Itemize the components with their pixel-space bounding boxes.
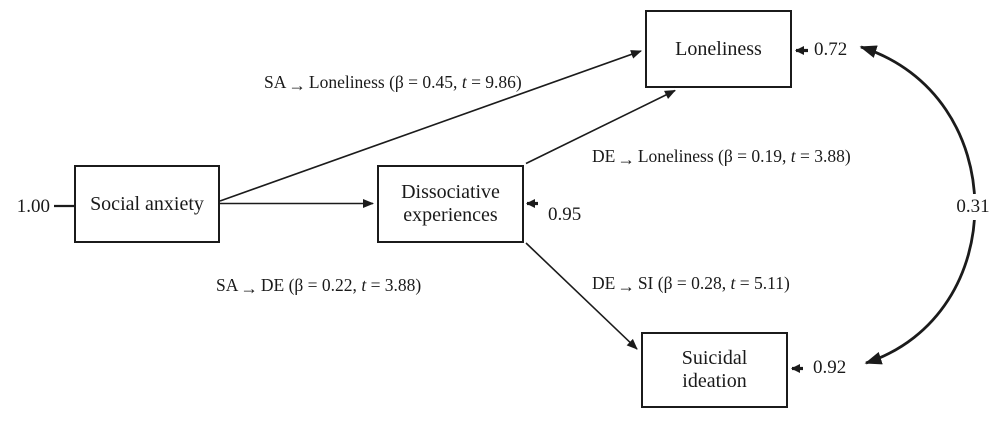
error-value-suicidal: 0.92 (813, 357, 847, 378)
node-suicidal-ideation-label-line1: Suicidal (681, 347, 748, 369)
path-label-de-to-si: DE→SI (β = 0.28, t = 5.11) (592, 273, 790, 296)
node-dissociative-experiences-label-line1: Dissociative (401, 181, 500, 203)
right-arrow-glyph: → (240, 278, 258, 298)
node-social-anxiety-label: Social anxiety (90, 192, 204, 215)
path-arrow-sa-to-loneliness (219, 50, 642, 202)
path-arrow-de-to-si (525, 242, 638, 350)
error-value-loneliness: 0.72 (814, 39, 848, 60)
node-dissociative-experiences-label-line2: experiences (403, 204, 498, 226)
path-label-de-to-loneliness: DE→Loneliness (β = 0.19, t = 3.88) (592, 146, 851, 169)
node-loneliness: Loneliness (645, 10, 792, 88)
path-label-tvar: t (790, 146, 796, 166)
input-value-social-anxiety: 1.00 (16, 196, 50, 217)
error-value-dissociative: 0.95 (548, 204, 582, 225)
node-dissociative-experiences: Dissociative experiences (377, 165, 524, 243)
path-label-rhs: DE (260, 275, 285, 295)
path-label-tail: = 3.88) (366, 275, 422, 295)
path-label-lhs: DE (592, 273, 616, 293)
path-label-sa-to-loneliness: SA→Loneliness (β = 0.45, t = 9.86) (264, 72, 522, 95)
path-arrow-de-to-loneliness (525, 89, 676, 165)
path-label-rhs: Loneliness (637, 146, 714, 166)
path-label-tail: = 9.86) (466, 72, 522, 92)
path-label-tvar: t (461, 72, 467, 92)
path-label-rhs: SI (637, 273, 654, 293)
path-label-tail: = 5.11) (735, 273, 790, 293)
path-label-lhs: SA (216, 275, 239, 295)
path-label-rhs: Loneliness (308, 72, 385, 92)
covariance-value: 0.31 (947, 194, 999, 220)
path-label-tvar: t (730, 273, 736, 293)
right-arrow-glyph: → (617, 276, 635, 296)
path-label-stats: (β = 0.19, (713, 146, 791, 166)
path-label-sa-to-de: SA→DE (β = 0.22, t = 3.88) (216, 275, 422, 298)
right-arrow-glyph: → (288, 75, 306, 95)
node-suicidal-ideation-label-line2: ideation (682, 370, 747, 392)
path-label-tail: = 3.88) (795, 146, 851, 166)
node-suicidal-ideation: Suicidal ideation (641, 332, 788, 408)
path-label-lhs: SA (264, 72, 287, 92)
node-loneliness-label: Loneliness (675, 37, 762, 60)
path-label-stats: (β = 0.45, (384, 72, 462, 92)
node-social-anxiety: Social anxiety (74, 165, 220, 243)
right-arrow-glyph: → (617, 149, 635, 169)
path-label-tvar: t (361, 275, 367, 295)
path-label-lhs: DE (592, 146, 616, 166)
path-label-stats: (β = 0.28, (653, 273, 731, 293)
path-label-stats: (β = 0.22, (284, 275, 362, 295)
